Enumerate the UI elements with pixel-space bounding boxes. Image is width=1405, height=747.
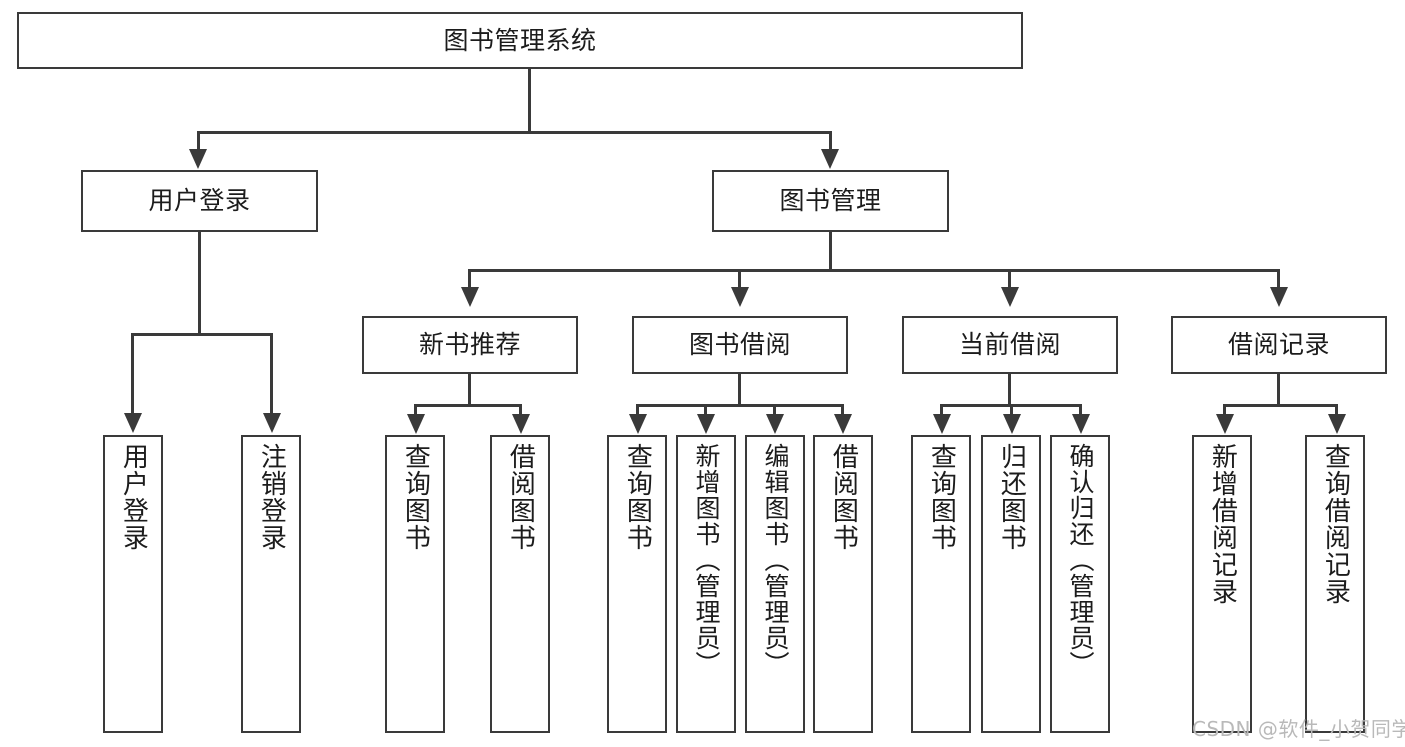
connector-user-login-to-leaf-1 <box>131 333 134 415</box>
leaf-record-query-record[interactable]: 查询借阅记录 <box>1305 435 1365 733</box>
arrowhead-record-to-leaf-2 <box>1328 414 1346 434</box>
connector-record-bus <box>1223 404 1338 407</box>
node-label: 新书推荐 <box>418 330 521 360</box>
connector-recommend-to-leaf-1 <box>414 404 417 416</box>
leaf-borrow-add-book-admin[interactable]: 新增图书（管理员） <box>676 435 736 733</box>
node-label: 图书管理 <box>779 186 882 216</box>
connector-current-to-leaf-2 <box>1010 404 1013 416</box>
arrowhead-book-mgmt-to-current <box>1001 287 1019 307</box>
connector-root-to-book-mgmt <box>829 131 832 151</box>
node-new-book-recommend[interactable]: 新书推荐 <box>362 316 578 374</box>
arrowhead-book-mgmt-to-record <box>1270 287 1288 307</box>
connector-borrow-bus <box>636 404 842 407</box>
arrowhead-borrow-to-leaf-1 <box>629 414 647 434</box>
connector-record-to-leaf-2 <box>1335 404 1338 416</box>
connector-borrow-to-leaf-2 <box>704 404 707 416</box>
arrowhead-book-mgmt-to-recommend <box>461 287 479 307</box>
connector-user-login-stem <box>198 232 201 336</box>
node-label: 查询图书 <box>926 443 957 551</box>
node-root-system[interactable]: 图书管理系统 <box>17 12 1023 69</box>
node-label: 图书借阅 <box>688 330 791 360</box>
arrowhead-record-to-leaf-1 <box>1216 414 1234 434</box>
node-book-borrow[interactable]: 图书借阅 <box>632 316 848 374</box>
node-label: 查询图书 <box>622 443 653 551</box>
arrowhead-current-to-leaf-1 <box>933 414 951 434</box>
arrowhead-current-to-leaf-2 <box>1003 414 1021 434</box>
node-label: 借阅图书 <box>505 443 536 551</box>
leaf-record-add-record[interactable]: 新增借阅记录 <box>1192 435 1252 733</box>
arrowhead-recommend-to-leaf-2 <box>512 414 530 434</box>
connector-book-mgmt-to-current <box>1008 269 1011 289</box>
connector-recommend-stem <box>468 374 471 407</box>
node-label: 查询借阅记录 <box>1320 443 1351 605</box>
node-current-borrow[interactable]: 当前借阅 <box>902 316 1118 374</box>
leaf-borrow-borrow-book[interactable]: 借阅图书 <box>813 435 873 733</box>
connector-borrow-stem <box>738 374 741 407</box>
node-label: 归还图书 <box>996 443 1027 551</box>
node-label: 确认归还（管理员） <box>1066 443 1095 677</box>
leaf-current-query-book[interactable]: 查询图书 <box>911 435 971 733</box>
arrowhead-user-login-to-leaf-2 <box>263 413 281 433</box>
node-label: 借阅记录 <box>1227 330 1330 360</box>
csdn-watermark: CSDN @软件_小贺同学 <box>1192 717 1405 741</box>
arrowhead-borrow-to-leaf-4 <box>834 414 852 434</box>
connector-recommend-bus <box>414 404 522 407</box>
arrowhead-root-to-book-mgmt <box>821 149 839 169</box>
leaf-borrow-query-book[interactable]: 查询图书 <box>607 435 667 733</box>
leaf-user-login[interactable]: 用户登录 <box>103 435 163 733</box>
connector-borrow-to-leaf-4 <box>841 404 844 416</box>
connector-root-bus <box>197 131 831 134</box>
connector-book-mgmt-to-record <box>1277 269 1280 289</box>
arrowhead-root-to-user-login <box>189 149 207 169</box>
leaf-recommend-borrow-book[interactable]: 借阅图书 <box>490 435 550 733</box>
leaf-current-confirm-return-admin[interactable]: 确认归还（管理员） <box>1050 435 1110 733</box>
leaf-current-return-book[interactable]: 归还图书 <box>981 435 1041 733</box>
connector-recommend-to-leaf-2 <box>519 404 522 416</box>
node-user-login[interactable]: 用户登录 <box>81 170 318 232</box>
node-label: 借阅图书 <box>828 443 859 551</box>
node-label: 新增借阅记录 <box>1207 443 1238 605</box>
node-label: 图书管理系统 <box>443 25 597 55</box>
connector-book-mgmt-to-recommend <box>468 269 471 289</box>
connector-user-login-bus <box>131 333 272 336</box>
node-label: 注销登录 <box>256 443 287 551</box>
connector-record-stem <box>1277 374 1280 407</box>
node-label: 新增图书（管理员） <box>692 443 721 677</box>
connector-current-stem <box>1008 374 1011 407</box>
arrowhead-borrow-to-leaf-3 <box>766 414 784 434</box>
node-label: 当前借阅 <box>958 330 1061 360</box>
arrowhead-current-to-leaf-3 <box>1072 414 1090 434</box>
arrowhead-borrow-to-leaf-2 <box>697 414 715 434</box>
arrowhead-recommend-to-leaf-1 <box>407 414 425 434</box>
connector-root-to-user-login <box>197 131 200 151</box>
arrowhead-book-mgmt-to-borrow <box>731 287 749 307</box>
node-label: 用户登录 <box>118 443 149 551</box>
node-label: 查询图书 <box>400 443 431 551</box>
connector-current-to-leaf-3 <box>1079 404 1082 416</box>
leaf-recommend-query-book[interactable]: 查询图书 <box>385 435 445 733</box>
connector-book-mgmt-stem <box>829 232 832 272</box>
connector-borrow-to-leaf-3 <box>773 404 776 416</box>
connector-root-stem <box>528 69 531 133</box>
connector-current-to-leaf-1 <box>940 404 943 416</box>
node-book-management[interactable]: 图书管理 <box>712 170 949 232</box>
connector-user-login-to-leaf-2 <box>270 333 273 415</box>
connector-book-mgmt-bus <box>468 269 1280 272</box>
node-label: 编辑图书（管理员） <box>761 443 790 677</box>
node-label: 用户登录 <box>148 186 251 216</box>
leaf-borrow-edit-book-admin[interactable]: 编辑图书（管理员） <box>745 435 805 733</box>
node-borrow-record[interactable]: 借阅记录 <box>1171 316 1387 374</box>
arrowhead-user-login-to-leaf-1 <box>124 413 142 433</box>
connector-record-to-leaf-1 <box>1223 404 1226 416</box>
connector-book-mgmt-to-borrow <box>738 269 741 289</box>
leaf-logout-login[interactable]: 注销登录 <box>241 435 301 733</box>
connector-borrow-to-leaf-1 <box>636 404 639 416</box>
